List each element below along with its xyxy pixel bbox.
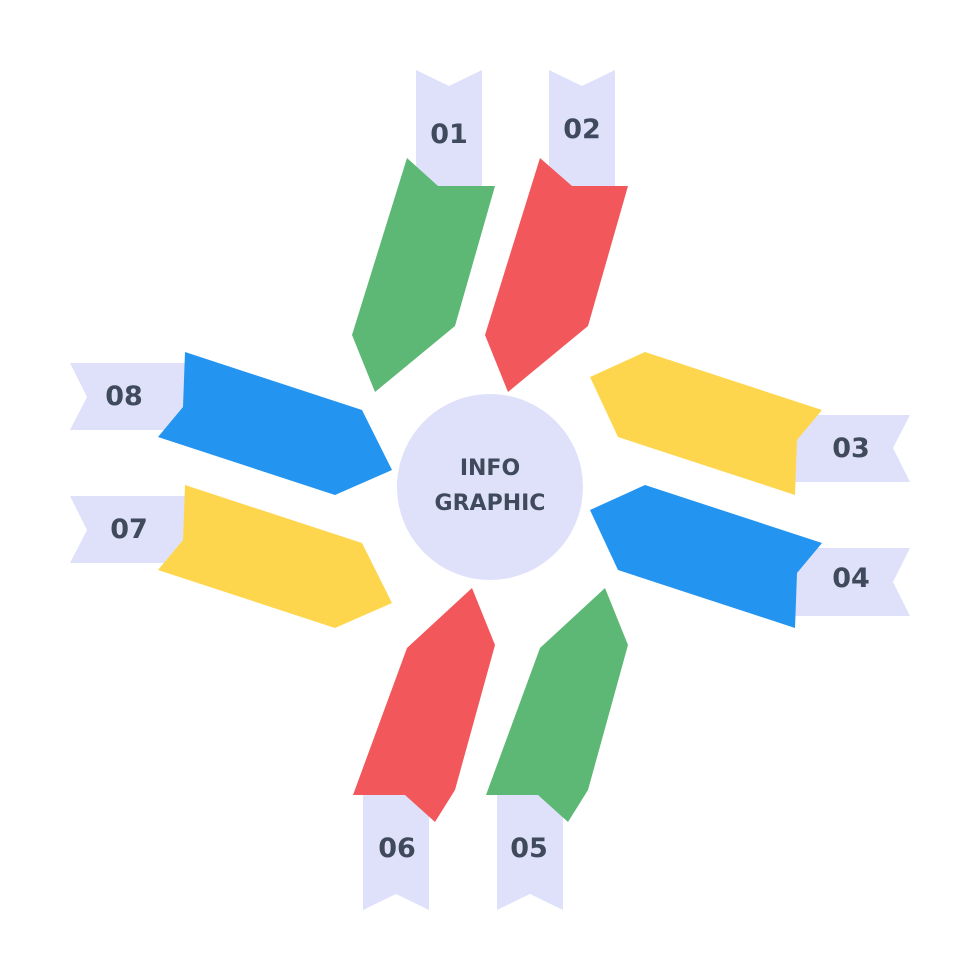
step-06-number: 06 [378,833,416,864]
step-06: 06 [353,588,495,910]
step-08-number: 08 [105,381,143,412]
step-08: 08 [70,352,392,495]
step-02: 02 [485,70,628,392]
step-05-tag [497,790,563,910]
center-line-2: GRAPHIC [435,491,546,516]
step-07-number: 07 [110,514,148,545]
step-04-tag [790,548,910,616]
center-line-1: INFO [460,456,520,481]
center-circle [397,394,583,580]
step-01-tag [416,70,482,190]
step-03-tag [790,415,910,482]
step-02-number: 02 [563,114,601,145]
step-07-arrow [158,485,392,628]
step-04-arrow [590,485,822,628]
step-06-arrow [353,588,495,822]
step-03: 03 [590,352,910,495]
step-05-number: 05 [510,833,548,864]
step-02-arrow [485,158,628,392]
step-01-number: 01 [430,119,468,150]
step-07: 07 [70,485,392,628]
step-05-arrow [486,588,628,822]
step-08-tag [70,363,190,430]
step-08-arrow [158,352,392,495]
step-06-tag [363,790,429,910]
step-03-arrow [590,352,822,495]
step-01: 01 [352,70,495,392]
step-05: 05 [486,588,628,910]
step-04-number: 04 [832,563,870,594]
step-02-tag [549,70,615,190]
step-04: 04 [590,485,910,628]
step-01-arrow [352,158,495,392]
step-07-tag [70,496,190,563]
step-03-number: 03 [832,433,870,464]
